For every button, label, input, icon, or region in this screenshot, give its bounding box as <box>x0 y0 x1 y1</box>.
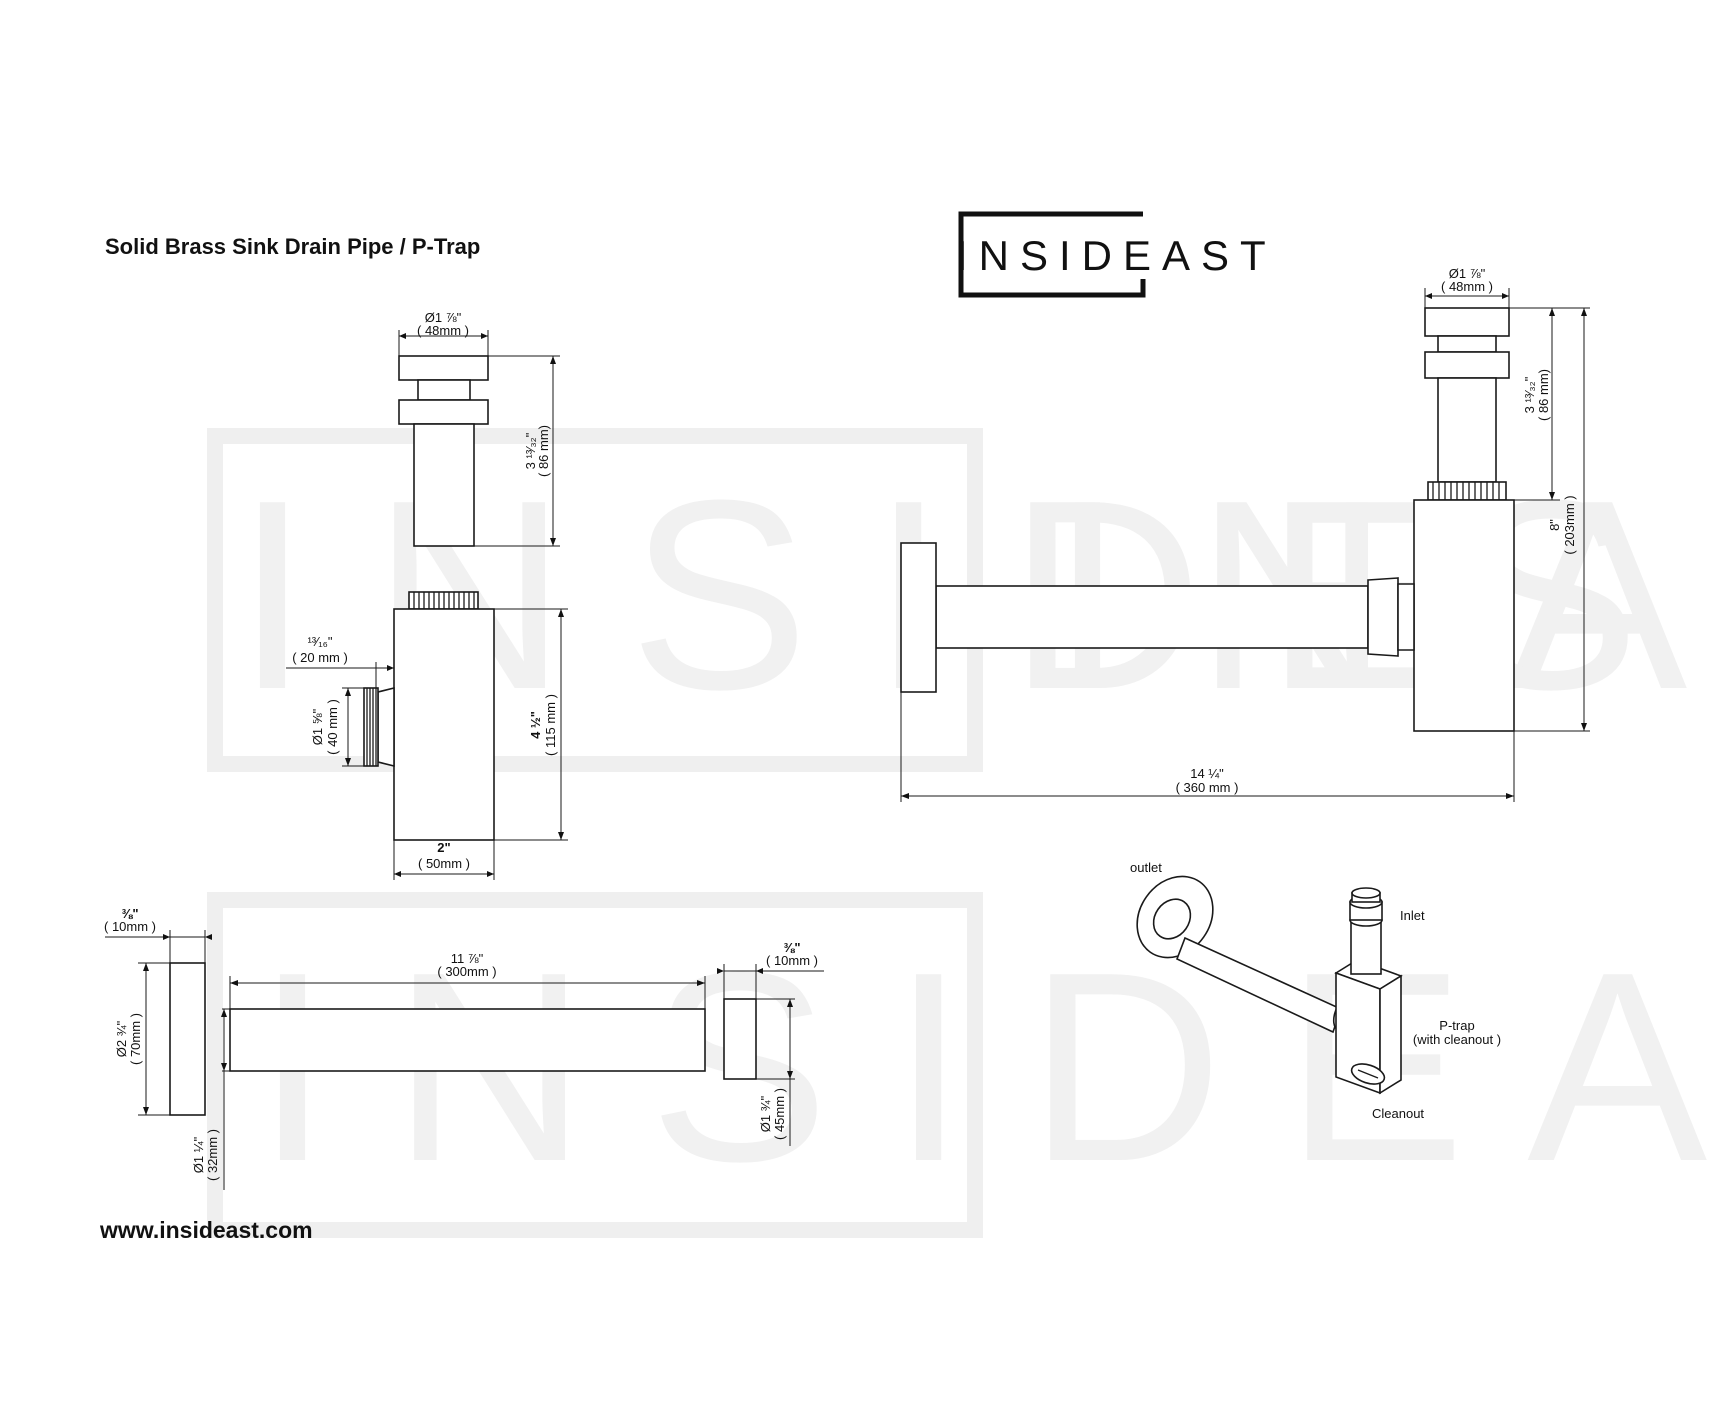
total-height-in: 8" <box>1547 519 1562 531</box>
pipe-dia-in: Ø1 ¼" <box>191 1136 206 1173</box>
offset-in: ¹³⁄₁₆" <box>307 634 332 649</box>
label-ptrap: P-trap <box>1439 1018 1474 1033</box>
flange-dia-mm: ( 70mm ) <box>128 1013 143 1065</box>
nut-dia-mm: ( 45mm ) <box>772 1088 787 1140</box>
flange-thk-mm: ( 10mm ) <box>104 919 156 934</box>
label-outlet: outlet <box>1130 860 1162 875</box>
top-cap-dia-in: Ø1 ⅞" <box>425 310 462 325</box>
assembly-dia-mm: ( 48mm ) <box>1441 279 1493 294</box>
inlet-height-mm: ( 86 mm) <box>1536 369 1551 421</box>
nut-dia-in: Ø1 ¾" <box>758 1095 773 1132</box>
flange-dia-in: Ø2 ¾" <box>114 1020 129 1057</box>
brand-logo-text: INSIDEAST <box>956 232 1277 279</box>
pipe-len-mm: ( 300mm ) <box>437 964 496 979</box>
label-cleanout: Cleanout <box>1372 1106 1424 1121</box>
total-height-mm: ( 203mm ) <box>1562 495 1577 554</box>
assembly-length-mm: ( 360 mm ) <box>1176 780 1239 795</box>
top-cap-view: Ø1 ⅞" ( 48mm ) 3 ¹³⁄₃₂" ( 86 mm) <box>398 310 560 547</box>
assembly-side-view: Ø1 ⅞" ( 48mm ) 3 ¹³⁄₃₂" ( 86 mm) 8" ( 20… <box>900 266 1590 802</box>
drawing-title: Solid Brass Sink Drain Pipe / P-Trap <box>105 234 480 259</box>
body-height-in: 4 ½" <box>528 711 543 739</box>
nut-thk-mm: ( 10mm ) <box>766 953 818 968</box>
label-ptrap-sub: (with cleanout ) <box>1413 1032 1501 1047</box>
outlet-dia-in: Ø1 ⅝" <box>310 708 325 745</box>
label-inlet: Inlet <box>1400 908 1425 923</box>
pipe-parts-view: ⅜" ( 10mm ) Ø2 ¾" ( 70mm ) 11 ⅞" ( 300mm… <box>104 906 824 1190</box>
body-width-in: 2" <box>437 840 450 855</box>
offset-mm: ( 20 mm ) <box>292 650 348 665</box>
inlet-height-in: 3 ¹³⁄₃₂" <box>1522 376 1537 413</box>
isometric-view: outlet Inlet P-trap (with cleanout ) Cle… <box>1130 860 1501 1121</box>
outlet-dia-mm: ( 40 mm ) <box>325 699 340 755</box>
pipe-dia-mm: ( 32mm ) <box>205 1129 220 1181</box>
assembly-dia-in: Ø1 ⅞" <box>1449 266 1486 281</box>
brand-logo: INSIDEAST <box>956 211 1277 298</box>
flange-thk-in: ⅜" <box>121 906 138 921</box>
assembly-length-in: 14 ¼" <box>1190 766 1224 781</box>
top-cap-dia-mm: ( 48mm ) <box>417 323 469 338</box>
pipe-len-in: 11 ⅞" <box>451 951 484 966</box>
body-width-mm: ( 50mm ) <box>418 856 470 871</box>
website-url: www.insideast.com <box>99 1217 313 1243</box>
top-cap-height-in: 3 ¹³⁄₃₂" <box>523 432 538 469</box>
top-cap-height-mm: ( 86 mm) <box>536 425 551 477</box>
body-height-mm: ( 115 mm ) <box>543 694 558 756</box>
trap-body-view: ¹³⁄₁₆" ( 20 mm ) Ø1 ⅝" ( 40 mm ) 4 ½" ( … <box>286 591 568 880</box>
nut-thk-in: ⅜" <box>783 940 800 955</box>
